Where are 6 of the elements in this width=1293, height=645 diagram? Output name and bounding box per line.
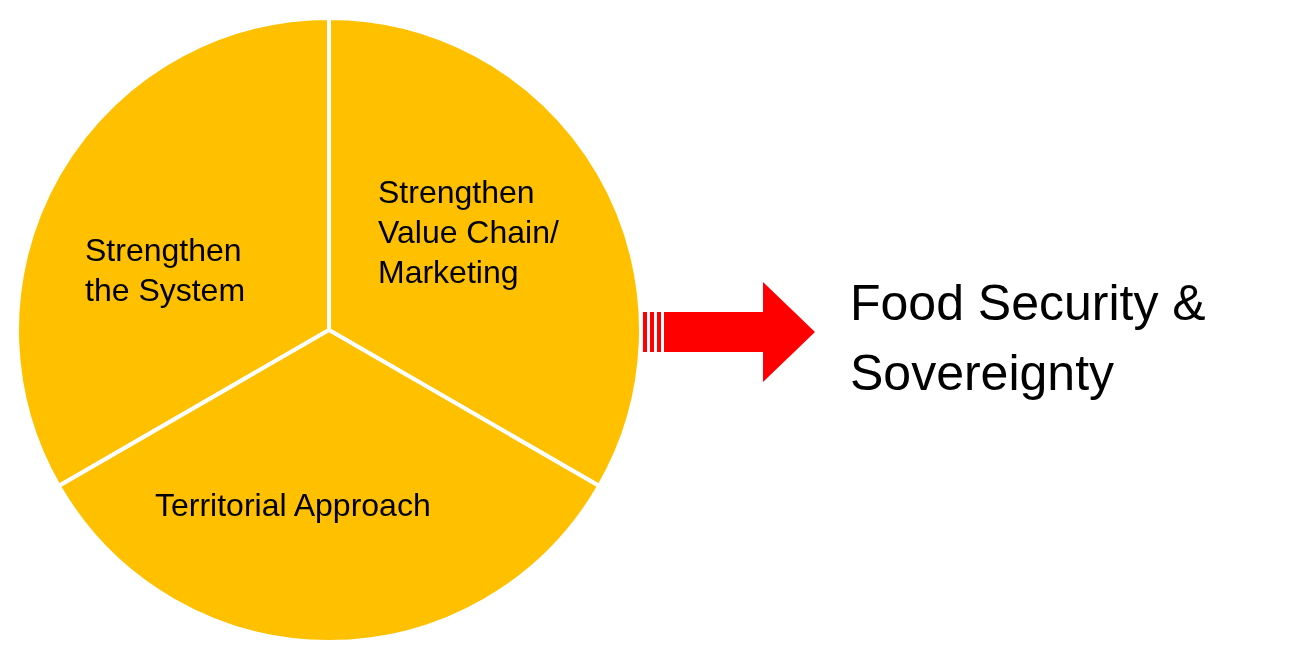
outcome-text: Food Security & Sovereignty [850, 274, 1207, 403]
pie-chart-circle [17, 18, 641, 642]
arrow [643, 282, 815, 382]
sector-label: Strengthen the System [85, 231, 247, 310]
sector-label: Strengthen Value Chain/ Marketing [378, 173, 560, 292]
sector-label: Territorial Approach [155, 486, 432, 525]
